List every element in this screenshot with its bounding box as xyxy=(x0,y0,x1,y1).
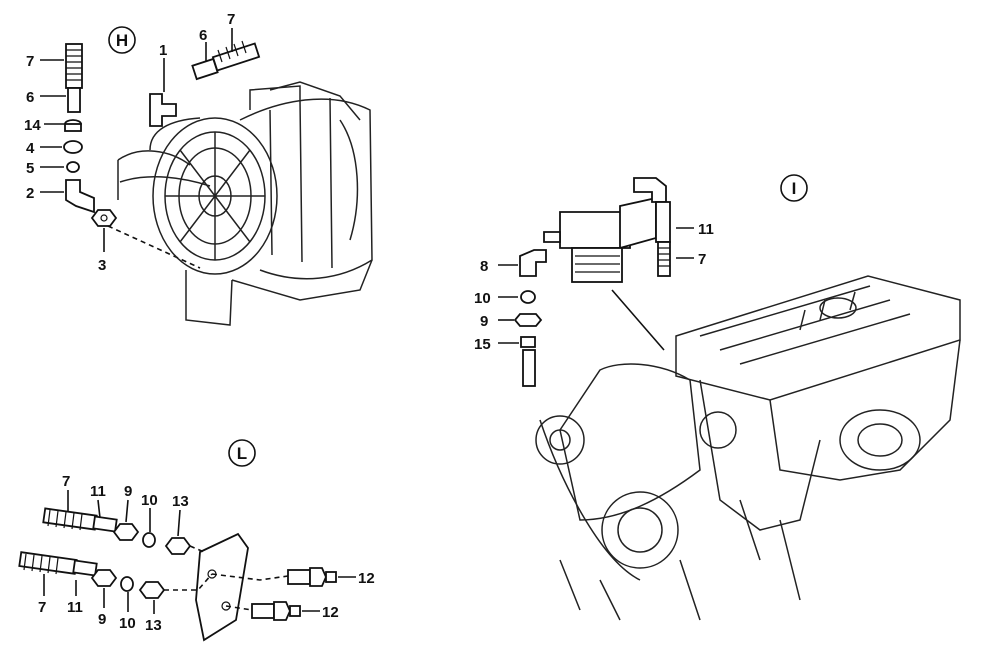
clamp-15 xyxy=(520,336,536,387)
callout-l-12-lower: 12 xyxy=(322,604,339,621)
fitting-3 xyxy=(90,209,118,227)
callout-i-9: 9 xyxy=(480,313,488,330)
section-l-label: L xyxy=(237,444,247,463)
callout-l-11-upper: 11 xyxy=(90,483,106,500)
sensor-12-upper xyxy=(287,567,337,587)
nut-9-upper xyxy=(112,523,140,541)
engine-block xyxy=(535,275,961,621)
callout-i-11: 11 xyxy=(698,221,714,238)
callout-l-11-lower: 11 xyxy=(67,599,83,616)
sensor-12-lower xyxy=(251,601,301,621)
callout-i-7: 7 xyxy=(698,251,706,268)
hose-7-11-lower xyxy=(18,551,98,577)
section-i-label: I xyxy=(792,179,797,198)
bracket-plate xyxy=(195,532,249,642)
hose-6-7-h xyxy=(191,40,261,81)
fuel-filter xyxy=(543,196,657,283)
elbow-2 xyxy=(65,179,95,214)
section-h-marker xyxy=(108,26,136,54)
nut-4 xyxy=(63,140,83,154)
ferrule-5 xyxy=(66,161,80,173)
callout-h-1: 1 xyxy=(159,42,167,59)
callout-l-12-upper: 12 xyxy=(358,570,375,587)
callout-l-7-upper: 7 xyxy=(62,473,70,490)
callout-h-2: 2 xyxy=(26,185,34,202)
section-i-marker xyxy=(780,174,808,202)
callout-i-10: 10 xyxy=(474,290,491,307)
ferrule-10-lower xyxy=(120,576,134,592)
callout-i-15: 15 xyxy=(474,336,491,353)
callout-h-5: 5 xyxy=(26,160,34,177)
section-l: L xyxy=(18,439,375,642)
nut-13-upper xyxy=(164,537,192,555)
callout-l-10-lower: 10 xyxy=(119,615,136,632)
elbow-8 xyxy=(519,249,547,277)
callout-h-4: 4 xyxy=(26,140,35,157)
nut-9 xyxy=(513,313,543,327)
callout-l-13-upper: 13 xyxy=(172,493,189,510)
ferrule-10 xyxy=(520,290,536,304)
callout-h-14: 14 xyxy=(24,117,41,134)
section-l-marker xyxy=(228,439,256,467)
callout-l-10-upper: 10 xyxy=(141,492,158,509)
nut-9-lower xyxy=(90,569,118,587)
hose-7-11-upper xyxy=(42,507,118,533)
ferrule-10-upper xyxy=(142,532,156,548)
callout-h-6: 6 xyxy=(26,89,34,106)
section-h-label: H xyxy=(116,31,128,50)
callout-l-13-lower: 13 xyxy=(145,617,162,634)
hose-7-h xyxy=(65,43,83,89)
clamp-14 xyxy=(64,119,82,132)
section-i: I xyxy=(474,174,961,621)
callout-h-7: 7 xyxy=(26,53,34,70)
tube-6-h xyxy=(67,87,81,113)
elbow-hose-11-7 xyxy=(633,177,671,277)
callout-h-6b: 6 xyxy=(199,27,207,44)
callout-h-7b: 7 xyxy=(227,11,235,28)
section-h: H xyxy=(24,11,373,326)
callout-l-7-lower: 7 xyxy=(38,599,46,616)
callout-i-8: 8 xyxy=(480,258,488,275)
callout-l-9-lower: 9 xyxy=(98,611,106,628)
callout-l-9-upper: 9 xyxy=(124,483,132,500)
callout-h-3: 3 xyxy=(98,257,106,274)
elbow-fitting-1 xyxy=(149,93,177,127)
alternator-assembly xyxy=(117,81,373,326)
nut-13-lower xyxy=(138,581,166,599)
